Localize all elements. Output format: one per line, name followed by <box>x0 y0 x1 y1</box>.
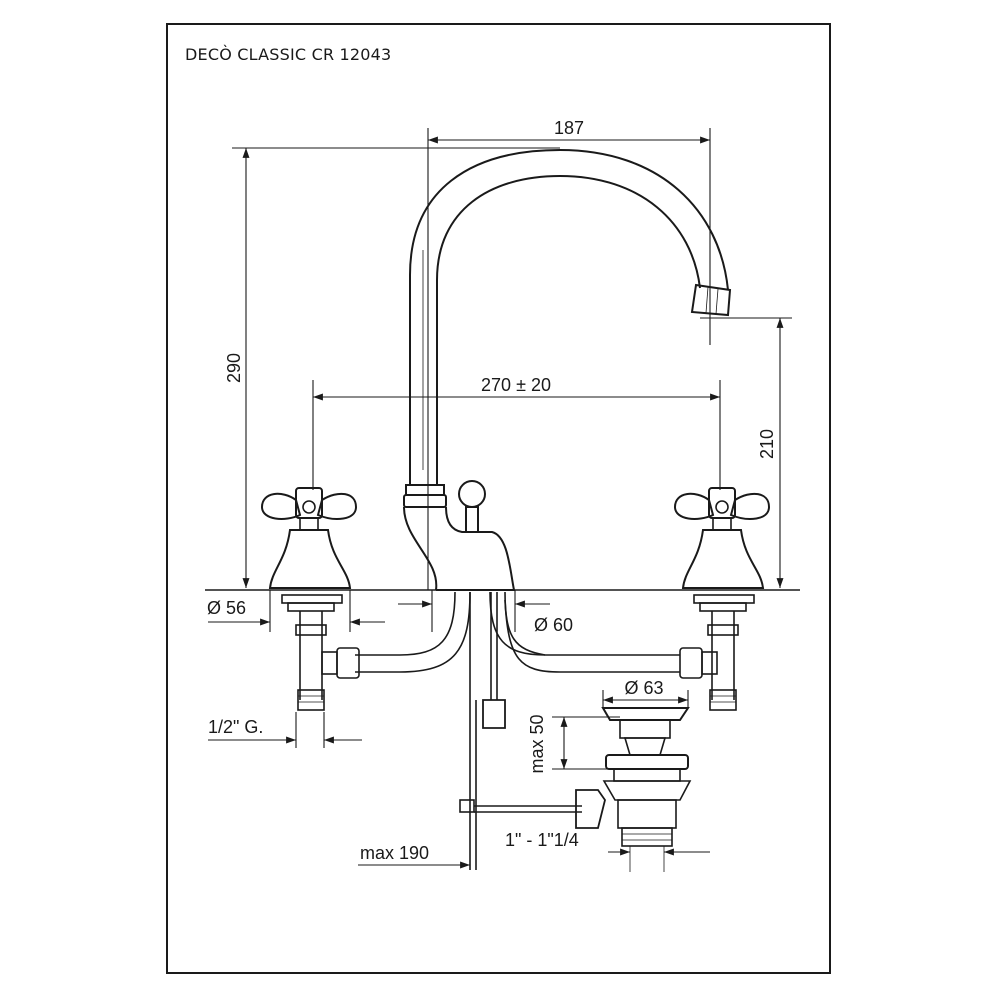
left-tap <box>260 487 358 711</box>
dim-waste-max-height: max 50 <box>527 714 547 773</box>
dim-tap-base-diameter: Ø 56 <box>207 598 246 618</box>
dim-inlet-thread: 1/2" G. <box>208 717 263 737</box>
dim-total-height: 290 <box>224 353 244 383</box>
dim-rod-max: max 190 <box>360 843 429 863</box>
supply-hoses <box>321 591 718 679</box>
dim-spout-base-diameter: Ø 60 <box>534 615 573 635</box>
dim-waste-thread: 1" - 1"1/4 <box>505 830 579 850</box>
dimension-lines <box>208 128 792 869</box>
spout <box>403 148 732 591</box>
dim-waste-diameter: Ø 63 <box>624 678 663 698</box>
waste-assembly <box>601 707 692 872</box>
dim-tap-spacing: 270 ± 20 <box>481 375 551 395</box>
popup-rod <box>459 592 606 870</box>
dim-spout-height: 210 <box>757 429 777 459</box>
right-tap <box>673 487 771 711</box>
drawing-title: DECÒ CLASSIC CR 12043 <box>185 45 392 64</box>
dim-spout-reach: 187 <box>554 118 584 138</box>
drawing-frame <box>166 23 831 974</box>
